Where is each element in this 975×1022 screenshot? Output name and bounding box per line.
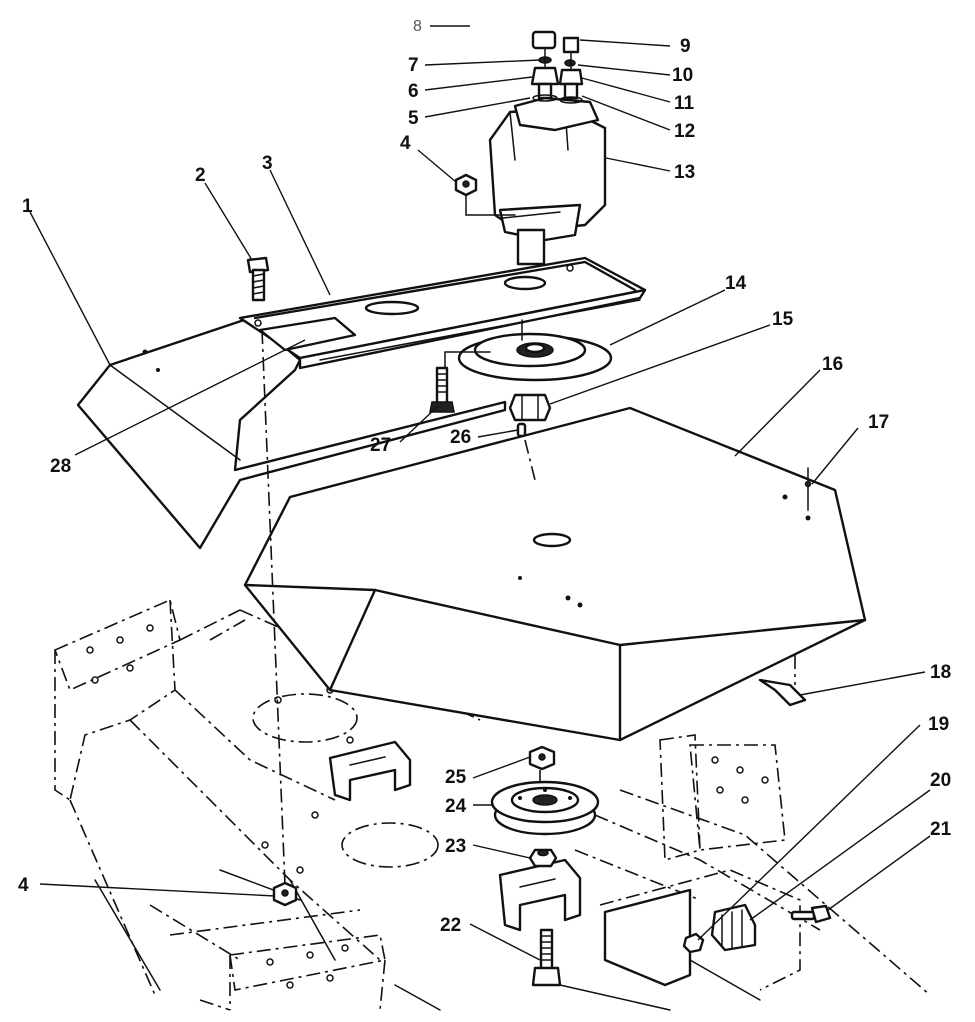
callout-14: 14	[725, 273, 747, 294]
part-13-motor	[488, 96, 607, 266]
callout-24: 24	[445, 796, 467, 817]
callout-12: 12	[674, 121, 695, 142]
part-15-hub	[508, 393, 552, 422]
callout-9: 9	[680, 36, 691, 57]
callout-20: 20	[930, 770, 951, 791]
callout-5: 5	[408, 108, 419, 129]
part-16-deck	[243, 406, 867, 742]
alignment-lines	[261, 329, 796, 886]
callout-8: 8	[413, 18, 422, 35]
callout-25: 25	[445, 767, 467, 788]
part-21-screw	[790, 904, 832, 924]
callout-4-bottom: 4	[18, 875, 29, 896]
part-18-clip	[758, 678, 807, 707]
callout-17: 17	[868, 412, 889, 433]
part-26-key	[516, 422, 527, 438]
callout-3: 3	[262, 153, 273, 174]
part-19-nut	[682, 932, 705, 954]
part-4-nut-top	[454, 173, 516, 216]
part-22-bolt	[531, 928, 562, 987]
callout-19: 19	[928, 714, 949, 735]
callout-4-top: 4	[400, 133, 411, 154]
callout-labels: 1 2 3 4 5 6 7 8 9 10 11 12 13 14 15 16 1…	[18, 18, 952, 936]
part-20-switch	[710, 903, 757, 952]
part-14-pulley	[444, 319, 613, 382]
callout-13: 13	[674, 162, 695, 183]
callout-1: 1	[22, 196, 33, 217]
callout-18: 18	[930, 662, 951, 683]
part-23-bushing	[528, 848, 558, 868]
mower-frame	[53, 559, 931, 1011]
callout-15: 15	[772, 309, 794, 330]
callout-11: 11	[674, 93, 695, 114]
part-1-deflector	[76, 316, 507, 550]
part-17-pin	[804, 467, 812, 511]
fittings-5-to-12	[530, 30, 584, 104]
callout-22: 22	[440, 915, 461, 936]
part-4-nut-bottom	[272, 881, 298, 907]
callout-26: 26	[450, 427, 471, 448]
callout-28: 28	[50, 456, 71, 477]
callout-10: 10	[672, 65, 693, 86]
callout-6: 6	[408, 81, 419, 102]
callout-2: 2	[195, 165, 206, 186]
callout-7: 7	[408, 55, 419, 76]
part-27-bolt	[429, 366, 455, 413]
part-2-bolt	[246, 256, 270, 302]
part-24-pulley	[490, 780, 600, 836]
callout-leaders	[29, 25, 931, 961]
callout-16: 16	[822, 354, 843, 375]
part-25-nut	[528, 745, 556, 771]
callout-23: 23	[445, 836, 466, 857]
callout-27: 27	[370, 435, 391, 456]
part-3-mounting-plate	[238, 256, 647, 370]
callout-21: 21	[930, 819, 952, 840]
